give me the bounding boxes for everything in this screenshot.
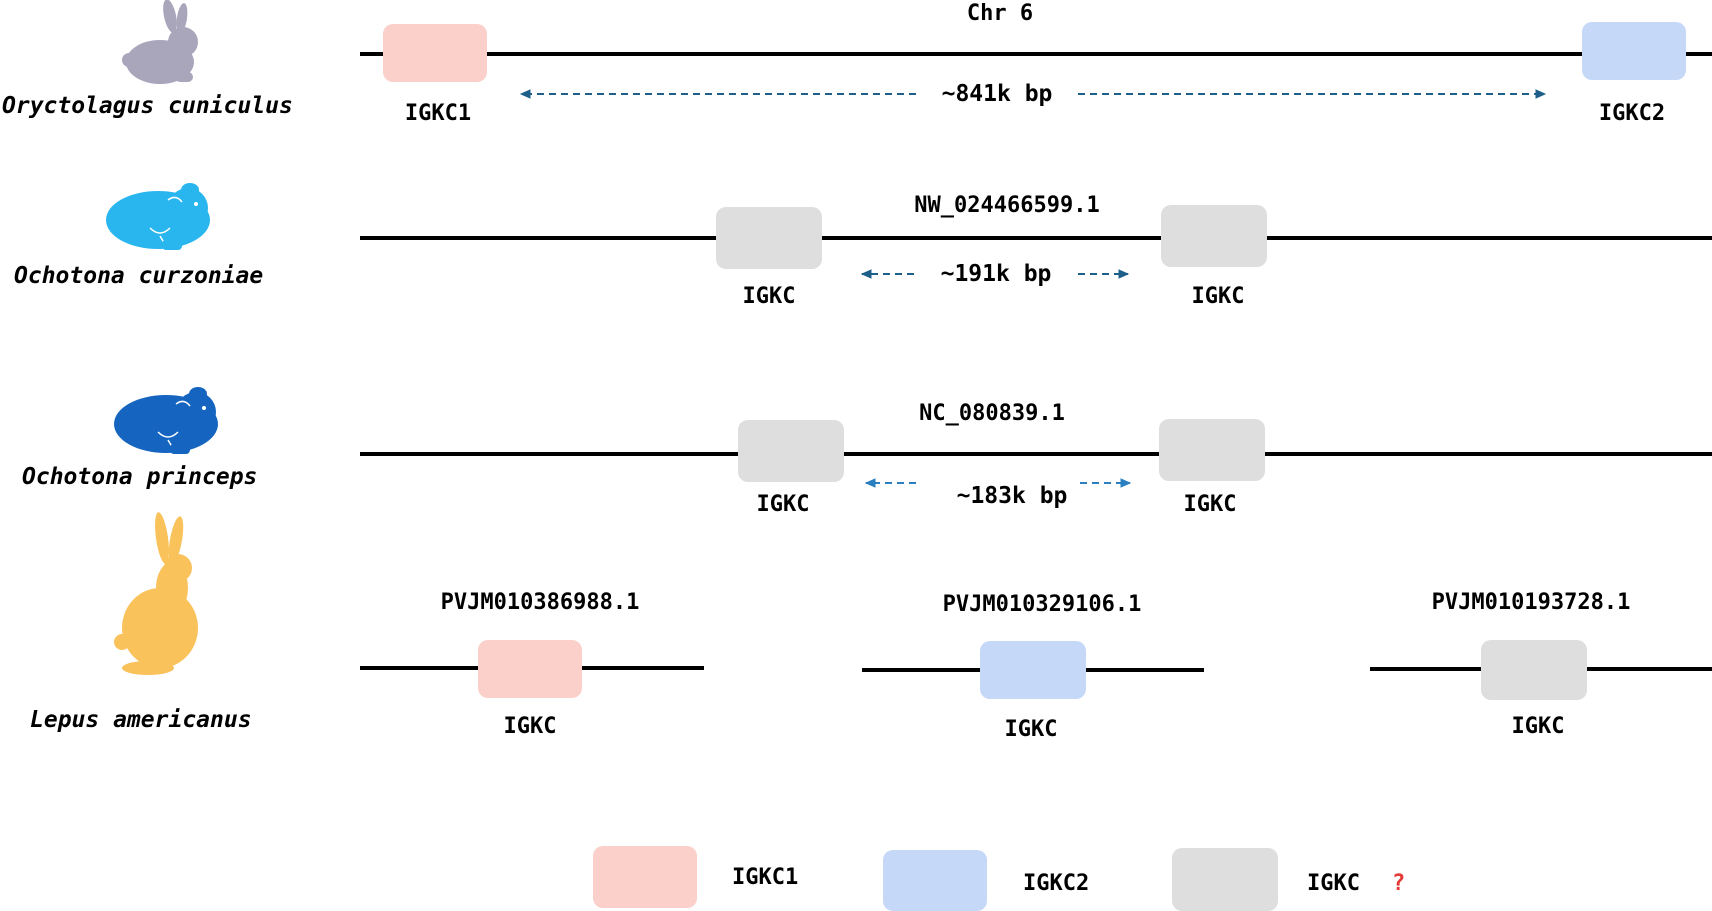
gene-box-igkc bbox=[716, 207, 822, 269]
gene-label: IGKC bbox=[1192, 284, 1245, 309]
legend-item-igkc-unknown: IGKC ? bbox=[1172, 848, 1405, 911]
gene-box-igkc bbox=[1159, 419, 1265, 481]
species-name: Lepus americanus bbox=[30, 707, 252, 733]
row-ochotona-princeps: Ochotona princeps NC_080839.1 IGKC IGKC … bbox=[22, 387, 1712, 517]
legend: IGKC1 IGKC2 IGKC ? bbox=[593, 846, 1405, 911]
gene-box-igkc2 bbox=[1582, 22, 1686, 80]
gene-box-igkc bbox=[1481, 640, 1587, 700]
contig-label: NW_024466599.1 bbox=[914, 193, 1099, 218]
gene-box-igkc bbox=[980, 641, 1086, 699]
row-ochotona-curzoniae: Ochotona curzoniae NW_024466599.1 IGKC I… bbox=[14, 183, 1712, 309]
legend-item-igkc2: IGKC2 bbox=[883, 850, 1089, 911]
row-oryctolagus-cuniculus: Oryctolagus cuniculus Chr 6 IGKC1 IGKC2 … bbox=[2, 0, 1712, 126]
gene-label: IGKC1 bbox=[405, 101, 471, 126]
gene-label: IGKC bbox=[504, 714, 557, 739]
legend-label: IGKC1 bbox=[732, 865, 798, 890]
species-name: Oryctolagus cuniculus bbox=[2, 93, 293, 119]
hare-icon bbox=[114, 512, 198, 675]
gene-box-igkc1 bbox=[383, 24, 487, 82]
legend-swatch bbox=[883, 850, 987, 911]
contig-label: PVJM010193728.1 bbox=[1432, 590, 1631, 615]
contig-label: PVJM010329106.1 bbox=[943, 592, 1142, 617]
rabbit-icon bbox=[122, 0, 198, 84]
legend-label: IGKC bbox=[1307, 871, 1360, 896]
gene-label: IGKC bbox=[757, 492, 810, 517]
contig-label: NC_080839.1 bbox=[919, 401, 1065, 426]
legend-item-igkc1: IGKC1 bbox=[593, 846, 798, 908]
distance-label: ~191k bp bbox=[941, 261, 1052, 287]
gene-label: IGKC bbox=[743, 284, 796, 309]
pika-icon bbox=[106, 183, 210, 250]
gene-label: IGKC2 bbox=[1599, 101, 1665, 126]
distance-label: ~183k bp bbox=[957, 483, 1068, 509]
legend-swatch bbox=[1172, 848, 1278, 911]
question-mark-icon: ? bbox=[1392, 871, 1405, 896]
row-lepus-americanus: Lepus americanus PVJM010386988.1 IGKC PV… bbox=[30, 512, 1712, 742]
contig-label: PVJM010386988.1 bbox=[441, 590, 640, 615]
gene-label: IGKC bbox=[1512, 714, 1565, 739]
gene-box-igkc bbox=[1161, 205, 1267, 267]
gene-box-igkc bbox=[478, 640, 582, 698]
distance-label: ~841k bp bbox=[942, 81, 1053, 107]
gene-box-igkc bbox=[738, 420, 844, 482]
gene-label: IGKC bbox=[1005, 717, 1058, 742]
contig-label: Chr 6 bbox=[967, 1, 1033, 26]
legend-swatch bbox=[593, 846, 697, 908]
gene-label: IGKC bbox=[1184, 492, 1237, 517]
pika-icon bbox=[114, 387, 218, 454]
species-name: Ochotona curzoniae bbox=[14, 263, 263, 289]
legend-label: IGKC2 bbox=[1023, 871, 1089, 896]
species-name: Ochotona princeps bbox=[22, 464, 257, 490]
